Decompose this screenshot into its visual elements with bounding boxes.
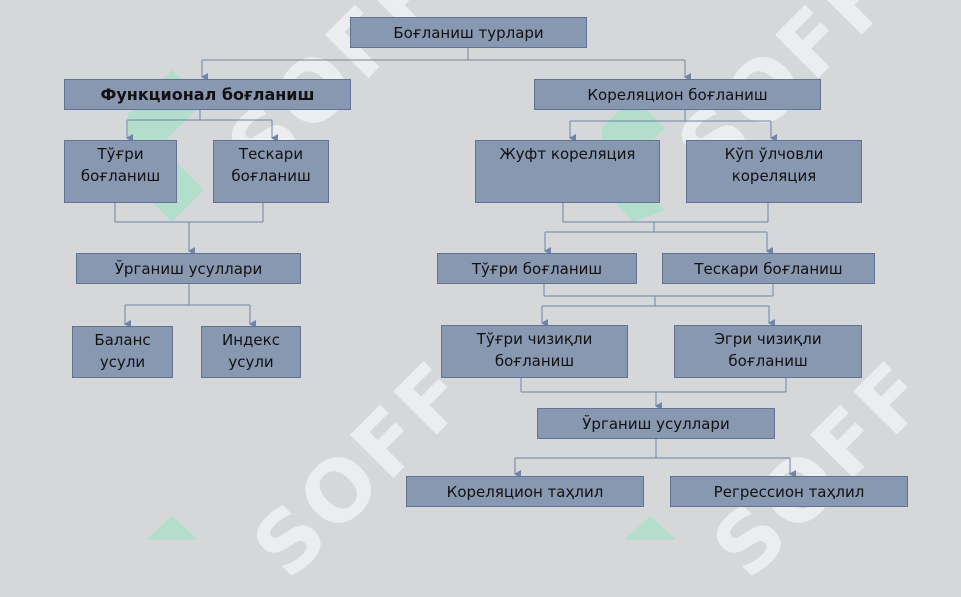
regression-analysis-node: Регрессион таҳлил <box>670 476 908 507</box>
correlation-node: Кореляцион боғланиш <box>534 79 821 110</box>
correlation-direct-node: Тўғри боғланиш <box>437 253 637 284</box>
multi-correlation-node: Кўп ўлчовли кореляция <box>686 140 862 203</box>
functional-node: Функционал боғланиш <box>64 79 351 110</box>
linear-node: Тўғри чизиқли боғланиш <box>441 325 628 378</box>
correlation-methods-node: Ўрганиш усуллари <box>537 408 775 439</box>
index-method-node: Индекс усули <box>201 326 301 378</box>
connectors <box>114 48 796 478</box>
curvilinear-node: Эгри чизиқли боғланиш <box>674 325 862 378</box>
correlation-inverse-node: Тескари боғланиш <box>662 253 875 284</box>
correlation-analysis-node: Кореляцион таҳлил <box>406 476 644 507</box>
pair-correlation-node: Жуфт кореляция <box>475 140 660 203</box>
functional-methods-node: Ўрганиш усуллари <box>76 253 301 284</box>
functional-direct-node: Тўғри боғланиш <box>64 140 177 203</box>
diagram-canvas: SOFF SOFF SOFF SOFF Боғланиш турлари Фун… <box>64 0 949 597</box>
root-node: Боғланиш турлари <box>350 17 587 48</box>
balance-method-node: Баланс усули <box>72 326 173 378</box>
functional-inverse-node: Тескари боғланиш <box>213 140 329 203</box>
